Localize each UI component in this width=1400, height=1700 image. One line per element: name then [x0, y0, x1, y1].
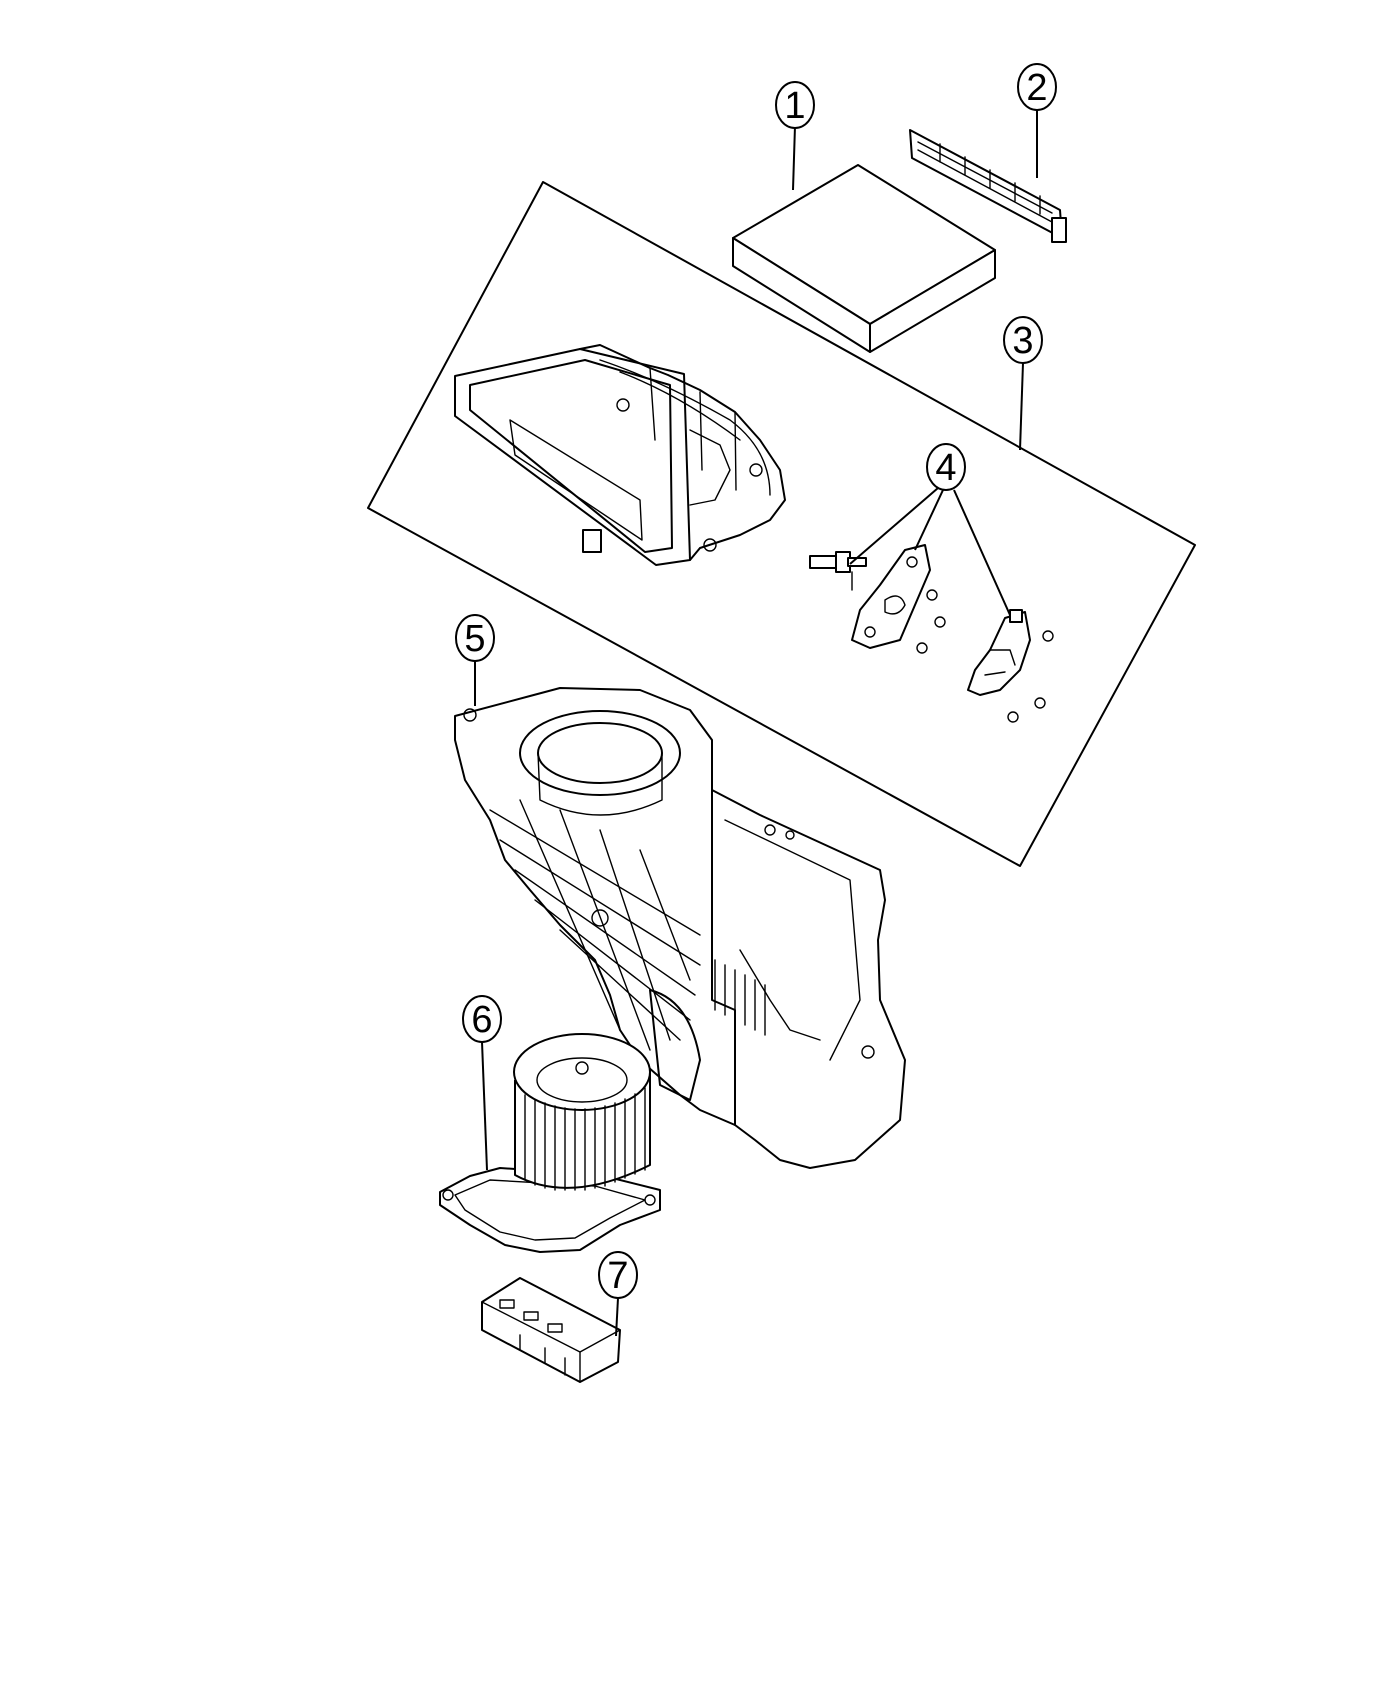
- callout-2: 2: [1017, 63, 1057, 111]
- callout-5-label: 5: [464, 618, 485, 660]
- part-4-pin: [809, 551, 867, 591]
- part-4-screws: [916, 589, 1054, 723]
- leader-7: [615, 1297, 619, 1337]
- callout-1-label: 1: [784, 85, 805, 127]
- leader-4a: [849, 487, 939, 565]
- leader-1: [792, 125, 796, 191]
- callout-4: 4: [926, 443, 966, 491]
- callout-3-label: 3: [1012, 320, 1033, 362]
- leader-4c: [953, 489, 1011, 616]
- part-3-inlet-housing[interactable]: [454, 344, 786, 566]
- part-4-actuator-kit[interactable]: [809, 544, 1054, 723]
- callout-7-label: 7: [607, 1255, 628, 1297]
- callout-6: 6: [462, 995, 502, 1043]
- callout-7: 7: [598, 1251, 638, 1299]
- leader-4b: [914, 489, 944, 551]
- leader-3: [1019, 362, 1024, 451]
- part-7-blower-resistor[interactable]: [481, 1277, 621, 1383]
- callout-5: 5: [455, 614, 495, 662]
- callout-1: 1: [775, 81, 815, 129]
- part-5-blower-housing[interactable]: [454, 687, 906, 1169]
- part-3-kit-frame: [367, 181, 1196, 867]
- callout-4-label: 4: [935, 447, 956, 489]
- leader-6: [481, 1041, 488, 1171]
- part-1-air-filter[interactable]: [732, 164, 996, 353]
- callout-3: 3: [1003, 316, 1043, 364]
- part-4-actuator: [967, 609, 1031, 696]
- callout-6-label: 6: [471, 999, 492, 1041]
- part-4-gasket: [851, 544, 931, 649]
- leader-lines: [474, 108, 1038, 1337]
- part-2-filter-door[interactable]: [909, 129, 1067, 243]
- part-6-blower-motor[interactable]: [439, 1033, 661, 1253]
- callout-2-label: 2: [1026, 67, 1047, 109]
